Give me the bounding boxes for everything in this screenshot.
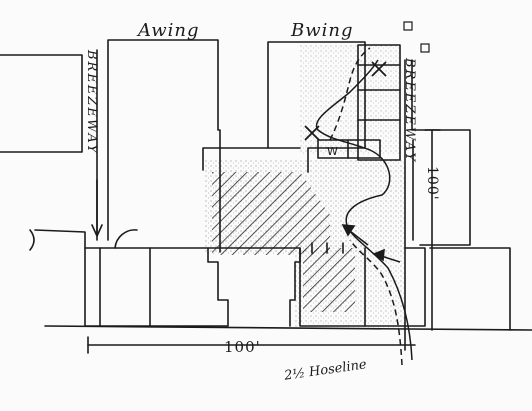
left-breezeway-label: BREEZEWAY: [84, 50, 99, 156]
a-wing-outline: [107, 39, 221, 253]
door-arc: [114, 229, 138, 249]
left-building-outline: [0, 54, 83, 153]
hatched-fire-area-lower: [303, 248, 355, 312]
bottom-right-building: [299, 247, 426, 327]
w-room: [317, 139, 381, 159]
attack-arrowhead-2: [372, 248, 385, 262]
hoseline-dashed-b-wing: [329, 47, 371, 141]
hatched-fire-area-upper: [212, 172, 330, 255]
stair-block: [357, 44, 401, 161]
attack-arrowhead-1: [341, 224, 356, 237]
b-wing-label: Bwing: [291, 20, 354, 41]
hydrant-icon: [403, 21, 413, 31]
left-breezeway-arrowhead: [91, 224, 103, 237]
engine-icon: [420, 43, 430, 53]
shaded-b-wing-zone: [300, 45, 400, 155]
bottom-dimension-label: 100': [224, 338, 261, 356]
right-breezeway-label: BREEZEWAY: [402, 58, 417, 164]
right-lower-building: [429, 247, 511, 331]
right-building-outline: [411, 59, 471, 246]
ground-line: [44, 325, 532, 331]
x-mark-2b: [304, 125, 320, 141]
hoseline-secondary: [349, 239, 403, 366]
left-arc: [29, 229, 35, 251]
right-dimension-label: 100': [424, 166, 440, 201]
bottom-left-building: [84, 247, 229, 327]
left-wing-stub: [34, 229, 86, 249]
hoseline-primary: [315, 59, 413, 361]
a-wing-label: Awing: [138, 20, 200, 41]
x-mark-1b: [371, 61, 387, 77]
stairwell-mark: W: [327, 145, 338, 158]
bottom-middle-building: [207, 247, 301, 327]
